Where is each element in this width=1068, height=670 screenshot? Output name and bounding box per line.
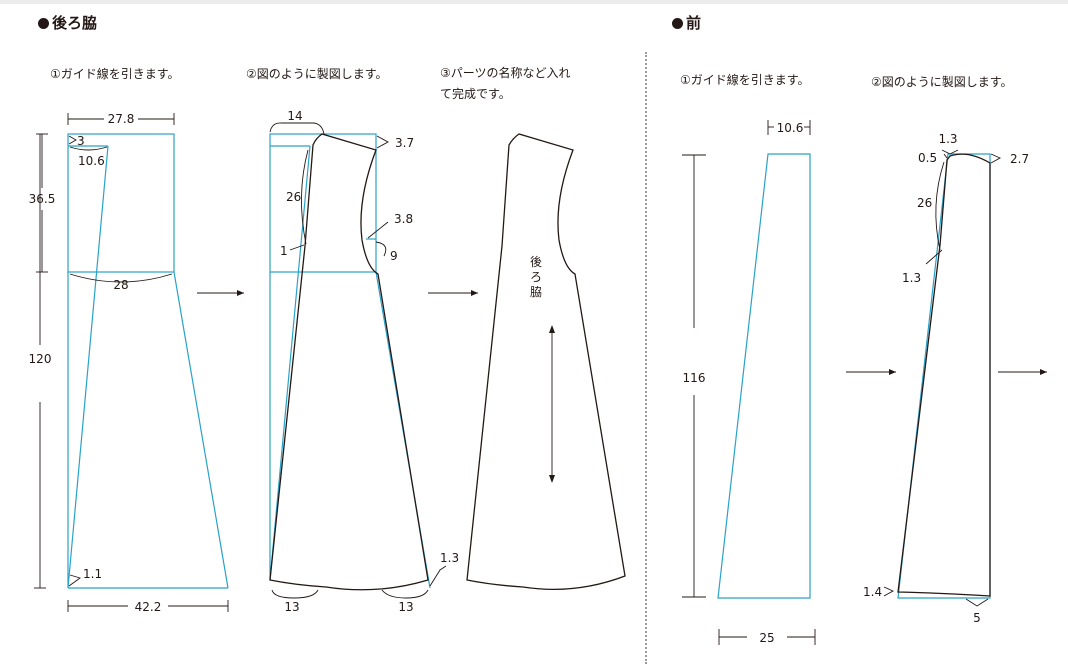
bullet-dot-icon: [672, 18, 683, 29]
back-guide-upper-rect: [67, 133, 175, 273]
dim-front-top-width: 10.6: [777, 121, 804, 135]
part-name-char: 後: [530, 255, 542, 269]
dim-top-slant: 10.6: [78, 154, 105, 168]
dim-front-armhole-depth: 26: [917, 196, 932, 210]
dim-hip-width: 28: [113, 278, 128, 292]
right-arrow-icon: [197, 290, 244, 296]
dim-front-neck-drop: 0.5: [918, 151, 937, 165]
back-step-2: ②図のように製図します。: [246, 67, 388, 81]
dim-side-in: 3.8: [394, 212, 413, 226]
dim-dart: 1: [280, 244, 288, 258]
dim-top-width: 27.8: [108, 112, 135, 126]
front-guide-figure: 10.6 116 25: [682, 120, 816, 645]
part-name-char: 脇: [530, 285, 542, 299]
dim-hem-width: 42.2: [135, 600, 162, 614]
back-draft-figure: 14 3.7 26 1 3.8 9 1.3 13 13: [269, 109, 459, 614]
front-draft-figure: 1.3 0.5 2.7 26 1.3 1.4 5: [863, 132, 1029, 625]
dim-armhole-depth: 26: [286, 190, 301, 204]
front-section-title: 前: [672, 14, 701, 32]
dim-hem-right: 13: [398, 600, 413, 614]
dim-side-curve: 9: [390, 249, 398, 263]
part-name-char: ろ: [530, 270, 542, 284]
dim-top-small: 3: [77, 134, 85, 148]
dim-front-hem-drop: 5: [973, 611, 981, 625]
section-divider: [645, 52, 647, 664]
back-guide-figure: 27.8 3 10.6 36.5 28 120 1.1 42.2: [29, 112, 229, 614]
back-step-1: ①ガイド線を引きます。: [50, 67, 180, 81]
dim-shoulder-drop: 3.7: [395, 136, 414, 150]
front-draft-guide: [897, 153, 991, 599]
dim-upper-height: 36.5: [29, 192, 56, 206]
front-step-1: ①ガイド線を引きます。: [680, 73, 810, 87]
front-draft-outline: [897, 153, 991, 597]
right-arrow-icon: [846, 369, 896, 375]
guide-line: [67, 145, 109, 589]
dim-front-hem-width: 25: [759, 631, 774, 645]
dim-front-dart: 1.3: [902, 271, 921, 285]
back-section-title: 後ろ脇: [38, 14, 97, 32]
dim-front-neck-rise: 1.3: [938, 132, 957, 146]
dim-neck-width: 14: [287, 109, 302, 123]
dim-hem-left: 13: [284, 600, 299, 614]
dim-front-hem-rise: 1.4: [863, 585, 882, 599]
grainline-double-arrow-icon: [549, 325, 555, 483]
front-guide-outline: [717, 153, 811, 599]
right-arrow-icon: [428, 290, 478, 296]
guide-line: [269, 145, 311, 581]
bullet-dot-icon: [38, 18, 49, 29]
back-finished-outline: [466, 133, 626, 591]
dim-front-total-length: 116: [683, 371, 706, 385]
front-step-2: ②図のように製図します。: [871, 75, 1013, 89]
back-step-3: ③パーツの名称など入れ て完成です。: [440, 66, 571, 101]
back-finished-figure: 後 ろ 脇: [466, 133, 626, 591]
dim-total-length: 120: [29, 352, 52, 366]
back-draft-outline: [269, 133, 429, 591]
right-arrow-icon: [998, 369, 1047, 375]
dim-hem-rise: 1.1: [83, 567, 102, 581]
dim-front-shoulder-drop: 2.7: [1010, 152, 1029, 166]
top-border: [0, 0, 1068, 4]
guide-line: [173, 271, 229, 589]
dim-hem-rise: 1.3: [440, 551, 459, 565]
